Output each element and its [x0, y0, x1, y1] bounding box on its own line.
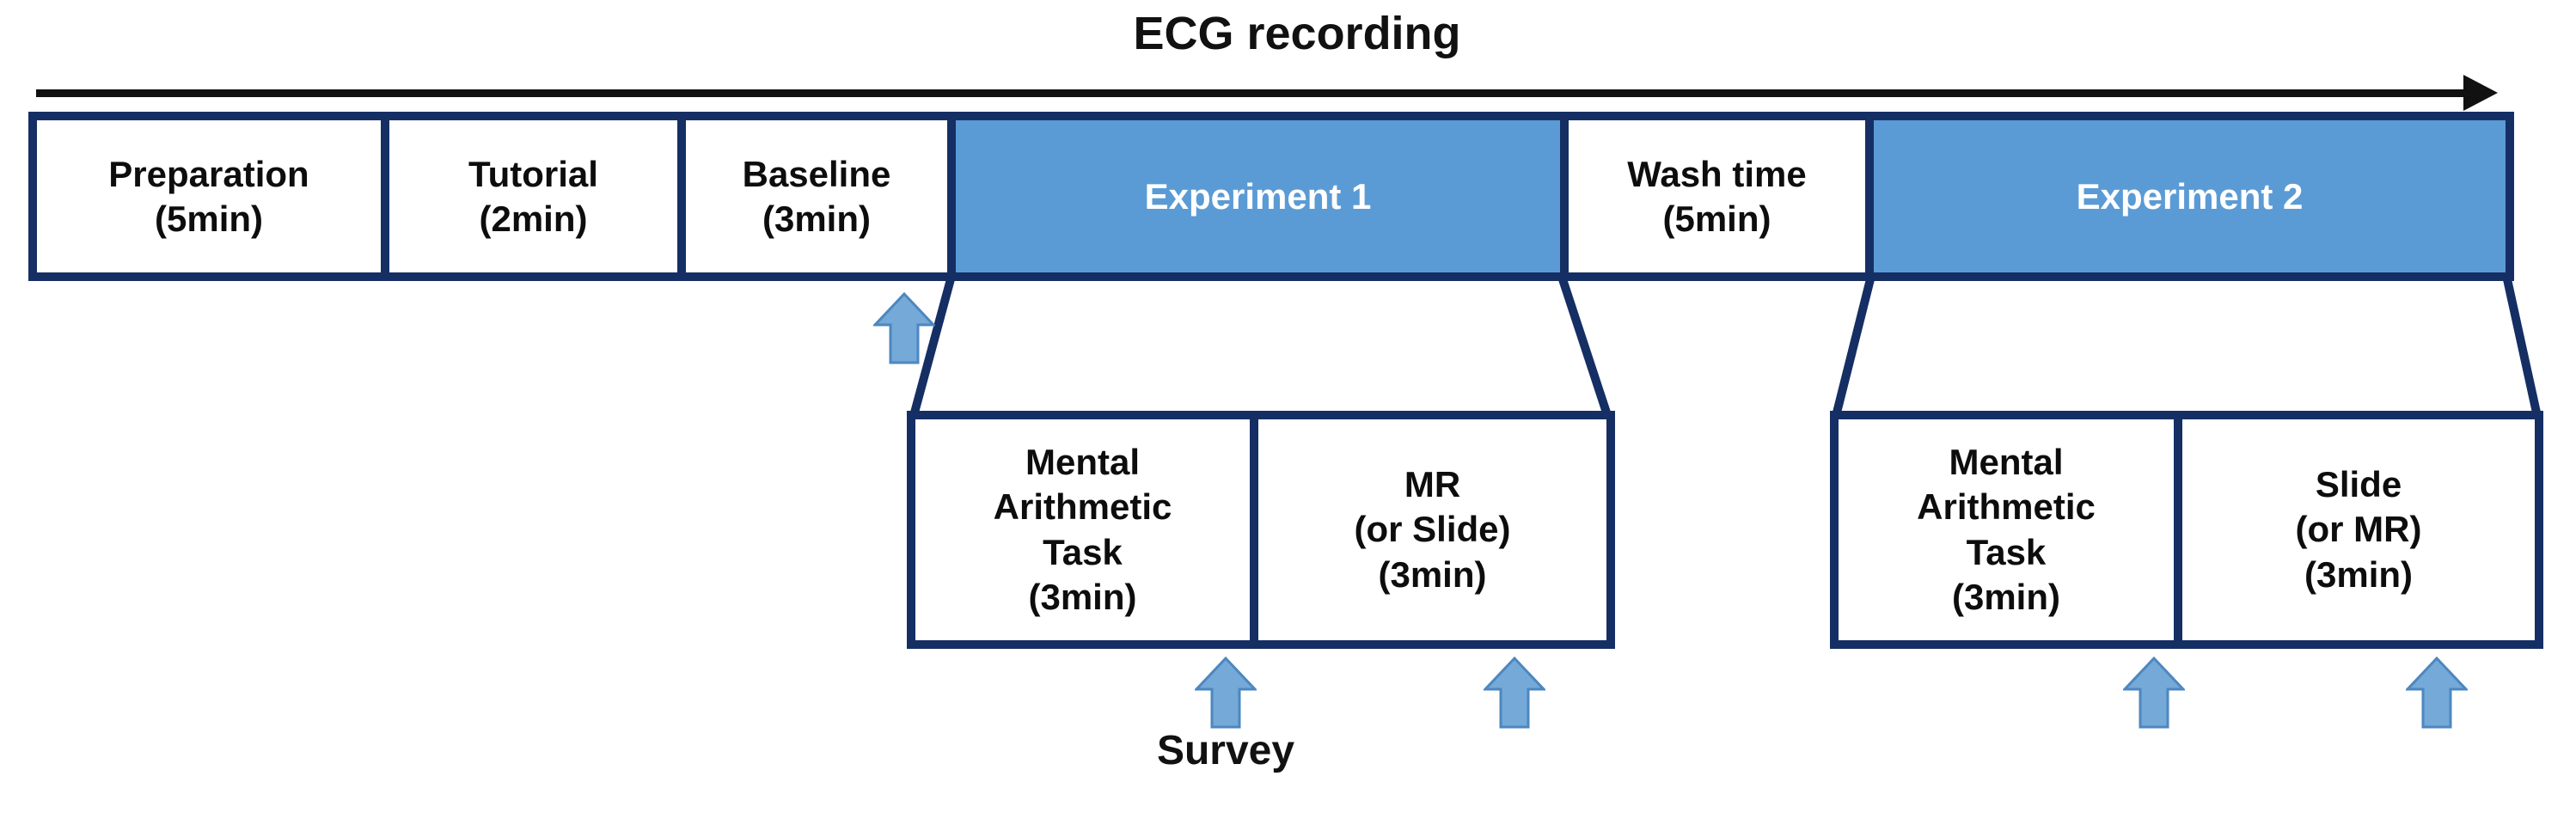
subtask-exp1-mr-or-slide-label: MR (or Slide) (3min)	[1354, 464, 1511, 595]
subtask-exp2-mental-arithmetic-label: Mental Arithmetic Task (3min)	[1917, 442, 2096, 617]
segment-preparation: Preparation (5min)	[28, 112, 389, 281]
segment-baseline: Baseline (3min)	[677, 112, 956, 281]
segment-wash-time: Wash time (5min)	[1560, 112, 1874, 281]
subtask-exp2-slide-or-mr-label: Slide (or MR) (3min)	[2295, 464, 2422, 595]
subtask-exp2-mental-arithmetic: Mental Arithmetic Task (3min)	[1830, 411, 2182, 649]
connector-exp1-right	[1558, 278, 1611, 414]
connector-exp2-left	[1833, 278, 1875, 414]
connector-exp2-right	[2503, 278, 2541, 414]
segment-tutorial-label: Tutorial (2min)	[468, 154, 598, 239]
ecg-recording-label: ECG recording	[1133, 8, 1461, 59]
segment-preparation-label: Preparation (5min)	[108, 154, 309, 239]
right-arrow-icon	[2463, 75, 2498, 111]
segment-experiment-1: Experiment 1	[947, 112, 1569, 281]
up-arrow-icon-baseline	[873, 292, 935, 364]
up-arrow-icon-exp2-task2	[2406, 657, 2468, 729]
ecg-timeline-arrow-line	[36, 89, 2470, 97]
segment-experiment-1-label: Experiment 1	[1144, 175, 1372, 217]
up-arrow-icon-exp2-task1	[2123, 657, 2185, 729]
segment-tutorial: Tutorial (2min)	[381, 112, 686, 281]
segment-experiment-2-label: Experiment 2	[2076, 175, 2304, 217]
segment-wash-time-label: Wash time (5min)	[1627, 154, 1807, 239]
subtask-exp2-slide-or-mr: Slide (or MR) (3min)	[2174, 411, 2543, 649]
subtask-exp1-mr-or-slide: MR (or Slide) (3min)	[1250, 411, 1615, 649]
subtask-exp1-mental-arithmetic: Mental Arithmetic Task (3min)	[907, 411, 1258, 649]
survey-label: Survey	[1156, 728, 1295, 773]
up-arrow-icon-exp1-task1	[1195, 657, 1257, 729]
segment-experiment-2: Experiment 2	[1865, 112, 2514, 281]
subtask-exp1-mental-arithmetic-label: Mental Arithmetic Task (3min)	[993, 442, 1172, 617]
up-arrow-icon-exp1-task2	[1484, 657, 1545, 729]
segment-baseline-label: Baseline (3min)	[742, 154, 891, 239]
